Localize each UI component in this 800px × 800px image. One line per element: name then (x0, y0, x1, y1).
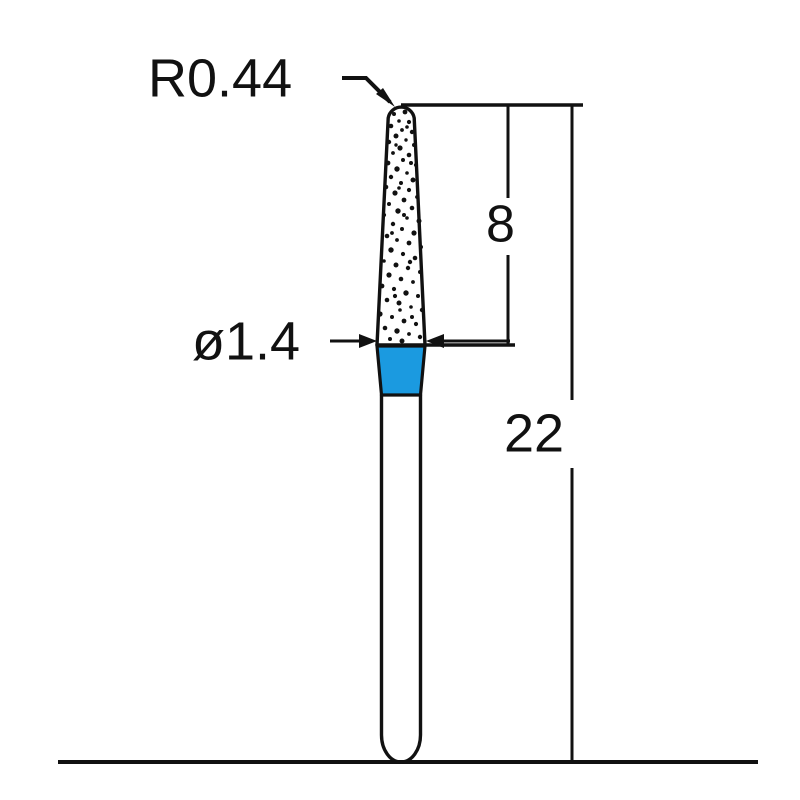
diameter-arrow-left-head (359, 334, 377, 348)
grit-head-outline (375, 105, 427, 347)
tip-radius-leader-arrowhead (376, 88, 395, 107)
blue-collar (375, 344, 427, 397)
shank-outline (379, 393, 423, 764)
tip-radius-label: R0.44 (148, 48, 292, 108)
diameter-arrow-right-head (426, 334, 444, 348)
total-length-label: 22 (504, 403, 564, 463)
grit-texture (377, 109, 425, 344)
head-length-label: 8 (486, 196, 515, 254)
head-diameter-label: ø1.4 (192, 311, 300, 371)
